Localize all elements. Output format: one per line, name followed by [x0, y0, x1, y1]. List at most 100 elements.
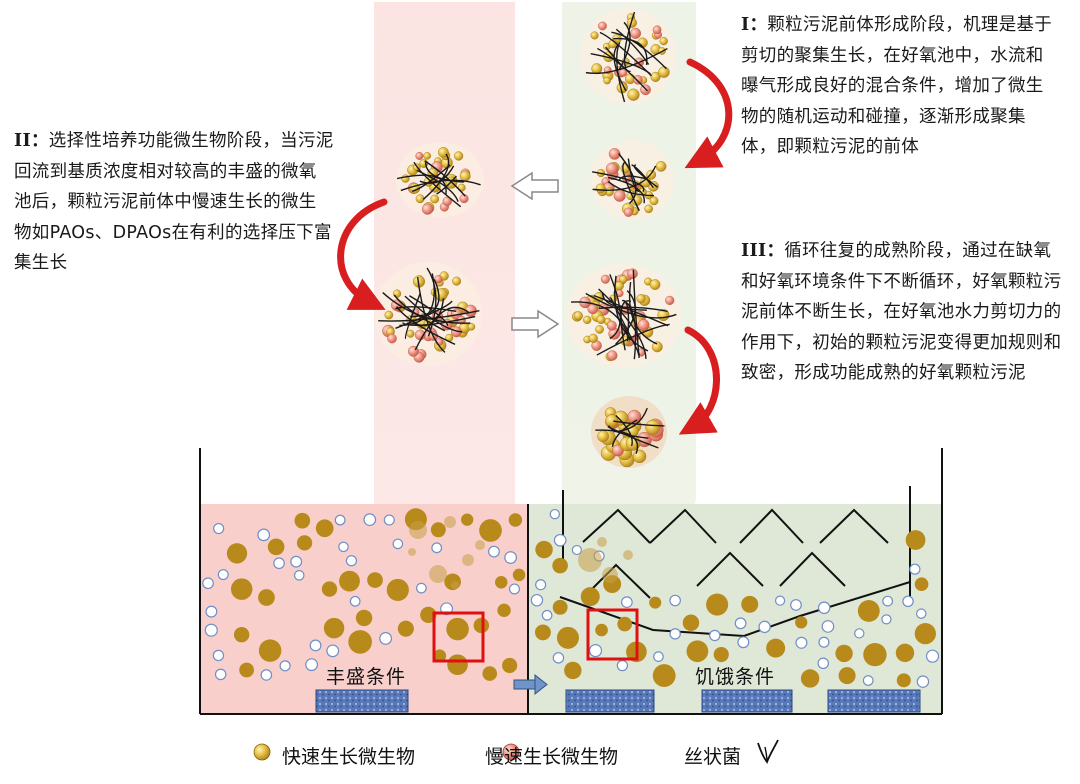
hollow-arrow-left — [510, 171, 559, 201]
bubble — [217, 569, 229, 581]
fast-microbe-particle — [294, 512, 311, 529]
bubble — [488, 545, 500, 558]
bubble — [734, 617, 747, 630]
feast-tank — [200, 504, 528, 714]
fast-microbe-particle — [795, 616, 808, 629]
stage-II-text-before: 选择性培养功能微生物阶段，当污泥回流到基质浓度相对较高的丰盛的微氧池后，颗粒污泥… — [14, 131, 334, 243]
bubble — [854, 628, 865, 639]
bubble — [774, 595, 786, 606]
fast-microbe-particle — [473, 617, 490, 634]
bubble — [309, 639, 322, 652]
tank-walls — [199, 448, 943, 715]
bubble — [817, 657, 829, 670]
feast-highlight-box — [432, 611, 485, 663]
fast-microbe-particle — [835, 644, 853, 663]
bubble — [202, 577, 214, 590]
bubble — [392, 538, 404, 550]
fast-microbe-particle — [339, 570, 360, 592]
fast-microbe-particle — [741, 595, 759, 613]
bubble — [669, 594, 681, 607]
fast-microbe-particle — [447, 654, 468, 675]
bubble — [541, 609, 553, 621]
bubble — [508, 583, 520, 595]
bubble — [290, 555, 303, 568]
bubble — [204, 623, 218, 637]
bubble — [535, 579, 547, 591]
bubble — [326, 644, 340, 658]
fast-microbe-particle — [430, 522, 446, 538]
fast-microbe-particle — [552, 599, 568, 615]
settler-structure — [559, 486, 911, 638]
bubble — [616, 659, 629, 672]
hollow-arrow-right — [511, 309, 560, 339]
granule-precursor — [374, 262, 482, 366]
bubble — [338, 541, 349, 553]
fast-microbe-particle — [239, 662, 254, 678]
bubble — [214, 668, 227, 681]
fast-microbe-particle — [895, 643, 915, 663]
fast-microbe-particle — [766, 638, 786, 658]
granule-precursor — [566, 264, 682, 368]
fast-microbe-particle — [482, 666, 498, 681]
faded-particle — [597, 537, 607, 547]
bubble — [821, 620, 835, 633]
fast-microbe-particle — [556, 626, 579, 649]
fast-microbe-particle — [713, 646, 729, 663]
fast-microbe-particle — [552, 557, 568, 574]
fast-microbe-particle — [495, 576, 508, 589]
famine-particles — [530, 508, 940, 688]
fast-microbe-particle — [348, 630, 372, 654]
bubble — [882, 595, 894, 607]
stage-II-description: II：选择性培养功能微生物阶段，当污泥回流到基质浓度相对较高的丰盛的微氧池后，颗… — [14, 126, 334, 279]
feast-particles — [202, 508, 526, 681]
fast-microbe-particle — [857, 600, 880, 622]
bubble — [213, 522, 225, 535]
legend: 快速生长微生物 慢速生长微生物 丝状菌 — [248, 740, 741, 770]
fast-microbe-particle — [355, 609, 373, 627]
fast-microbe-particle — [512, 568, 526, 582]
stage-II-text-after: 在有利的选择压下富集生长 — [14, 222, 332, 274]
bubble — [758, 620, 771, 634]
fast-microbe-particle — [226, 543, 248, 564]
fast-microbe-particle — [315, 519, 334, 538]
stage-III-description: III：循环往复的成熟阶段，通过在缺氧和好氧环境条件下不断循环，好氧颗粒污泥前体… — [741, 236, 1063, 389]
fast-microbe-particle — [800, 669, 820, 688]
fast-microbe-particle — [233, 627, 250, 643]
red-arrow-III — [678, 326, 720, 435]
fast-microbe-particle — [433, 649, 447, 663]
stage-I-text: 颗粒污泥前体形成阶段，机理是基于剪切的聚集生长，在好氧池中，水流和曝气形成良好的… — [741, 15, 1053, 157]
legend-slow-label: 慢速生长微生物 — [485, 745, 619, 768]
fast-microbe-particle — [905, 530, 926, 550]
fast-microbe-particle — [502, 657, 518, 674]
fast-microbe-particle — [863, 642, 887, 667]
fast-microbe-particle — [534, 624, 551, 641]
red-arrow-II — [337, 198, 388, 310]
bubble — [431, 542, 443, 554]
bubble — [709, 629, 721, 642]
granule-precursor — [396, 142, 484, 218]
fast-microbe-particle — [535, 540, 553, 559]
fast-microbe-particle — [914, 577, 929, 592]
legend-fast-label: 快速生长微生物 — [282, 745, 416, 768]
granule-precursor — [580, 8, 676, 104]
famine-condition-label: 饥饿条件 — [695, 666, 776, 688]
bubble — [669, 628, 681, 640]
red-arrow-I — [684, 58, 733, 169]
bubble — [205, 605, 218, 618]
bubble — [552, 652, 565, 664]
faded-particle — [578, 548, 602, 572]
aerator-famine-2 — [701, 689, 793, 713]
bubble — [293, 570, 305, 581]
famine-highlight-box — [586, 608, 639, 661]
bubble — [305, 658, 319, 672]
aerator-feast — [315, 689, 409, 713]
bubble — [504, 551, 517, 564]
bubble — [915, 608, 927, 619]
bubble — [349, 595, 361, 607]
bubble — [862, 675, 874, 686]
bubble — [345, 555, 358, 567]
fast-microbe-particle — [706, 593, 729, 616]
faded-particle — [623, 550, 633, 560]
fast-microbe-particle — [617, 616, 633, 632]
